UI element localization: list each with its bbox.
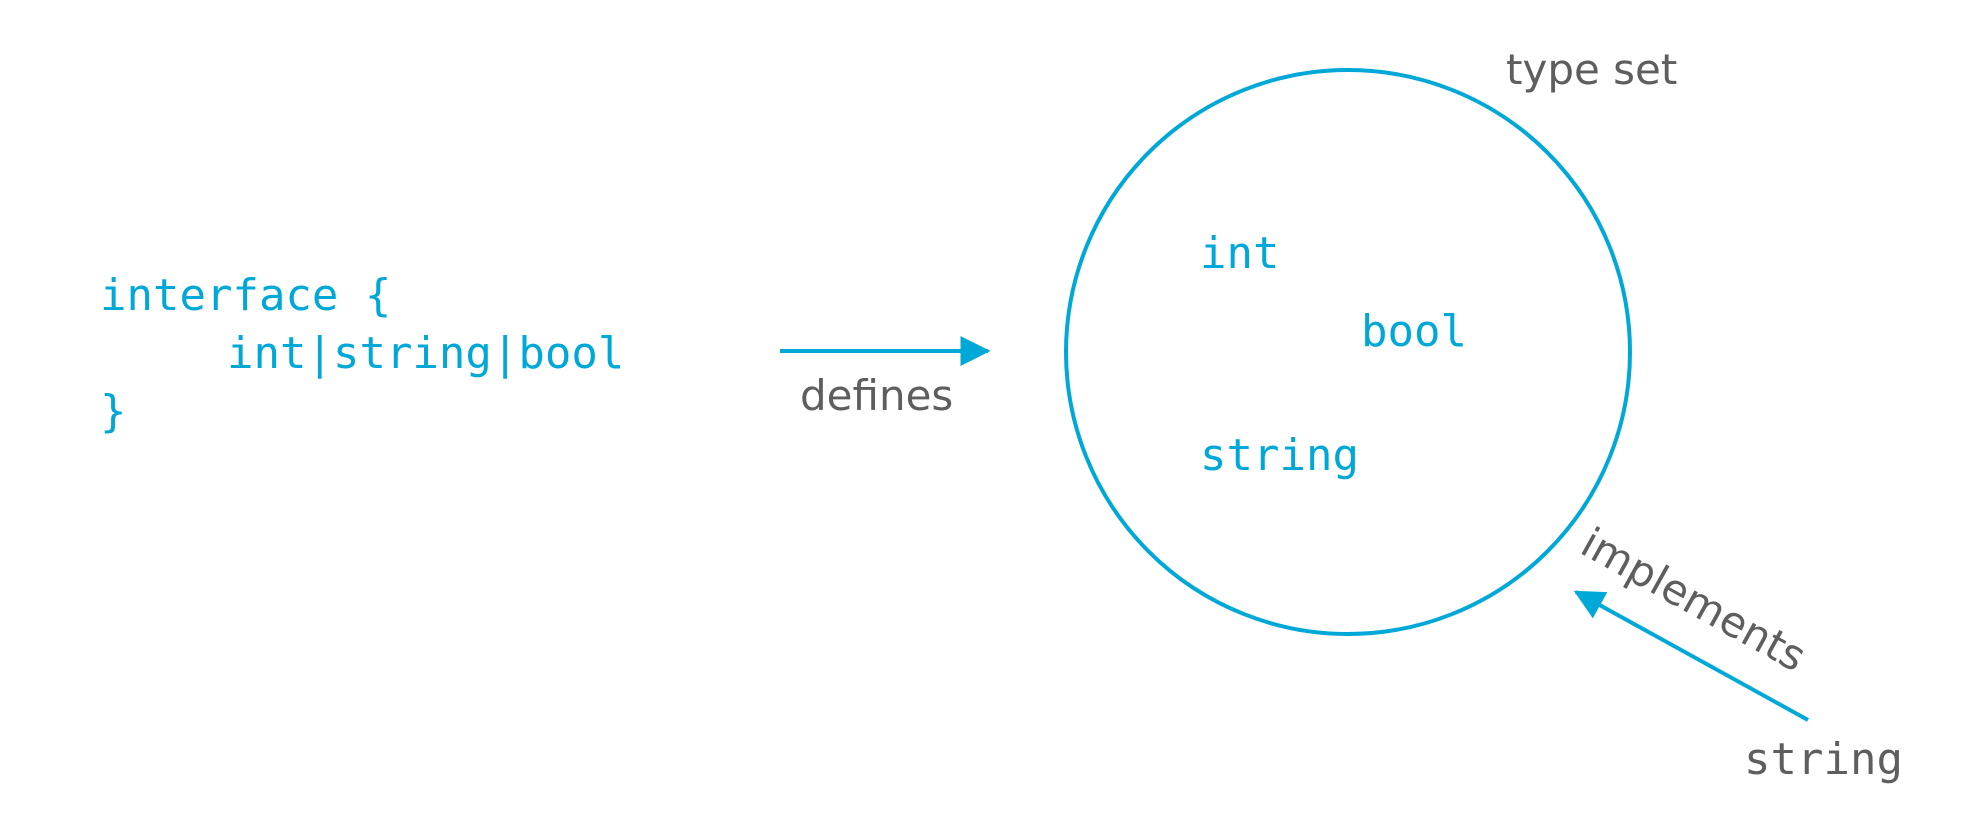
member-bool: bool xyxy=(1361,306,1467,357)
type-set-label: type set xyxy=(1506,45,1677,94)
code-line-interface-open: interface { xyxy=(100,270,391,321)
type-set-circle xyxy=(1064,68,1632,636)
code-line-union: int|string|bool xyxy=(227,328,624,379)
implements-arrow xyxy=(1573,590,1809,722)
code-line-interface-close: } xyxy=(100,386,127,437)
defines-label: defines xyxy=(800,371,953,420)
member-int: int xyxy=(1200,228,1279,279)
member-string: string xyxy=(1200,430,1359,481)
implementing-type-string: string xyxy=(1744,734,1903,785)
